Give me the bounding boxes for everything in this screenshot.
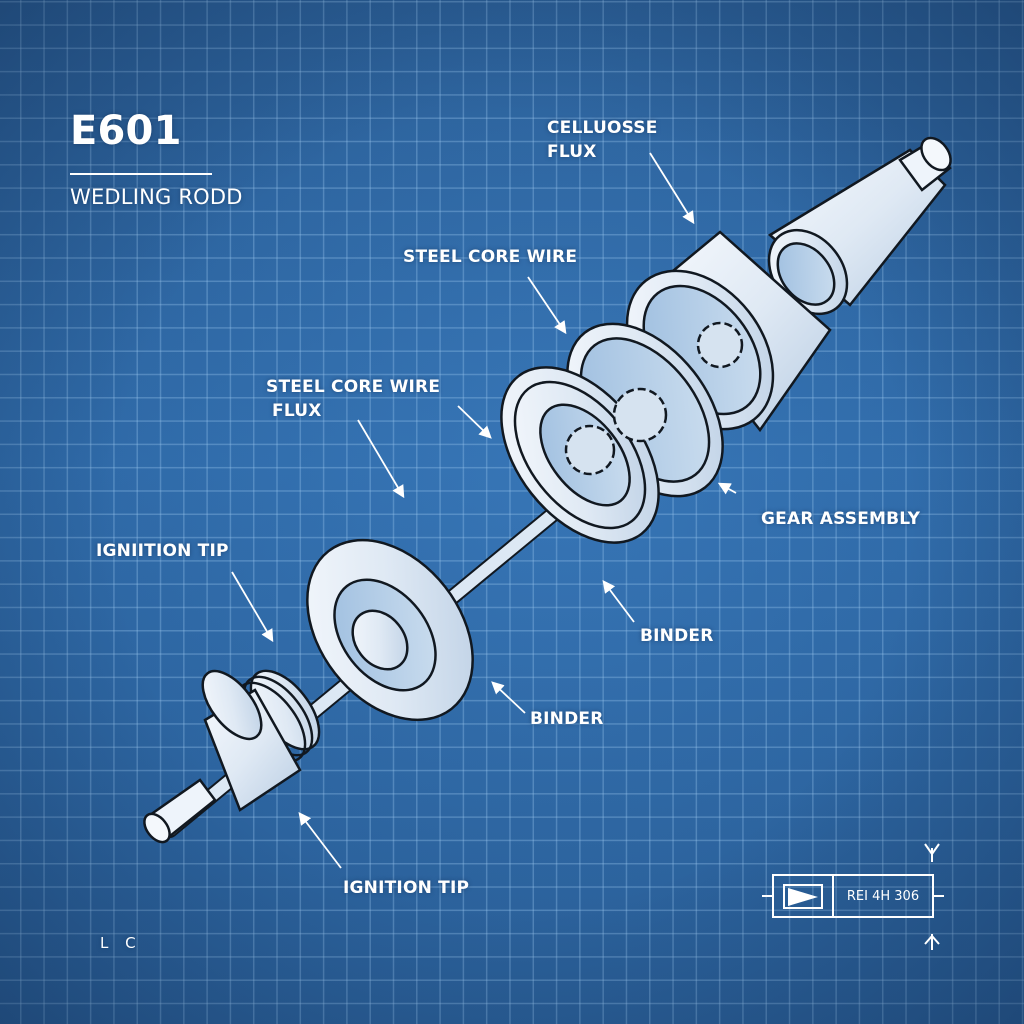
callout-line: FLUX: [547, 142, 597, 162]
gear-assembly-discs: [500, 321, 744, 544]
title-block-icon-cell: [774, 876, 834, 916]
arrow-steel-core-flux-2: [457, 405, 492, 439]
corner-mark: L C: [100, 934, 142, 952]
arrow-binder-right: [602, 579, 635, 623]
callout-cellulose-flux: CELLUOSSE FLUX: [547, 116, 658, 164]
title-block-dimension-marks: [762, 843, 944, 950]
arrow-ignition-tip-bottom: [298, 811, 342, 869]
play-triangle-icon: [783, 883, 823, 909]
callout-line: FLUX: [272, 401, 322, 421]
arrow-gear-assembly: [717, 482, 737, 495]
arrow-steel-core-wire: [527, 276, 567, 335]
callout-arrows: [231, 152, 737, 869]
arrow-ignition-tip-top: [231, 571, 274, 643]
callout-line: STEEL CORE WIRE: [266, 377, 441, 397]
binder-washer: [306, 538, 474, 722]
callout-steel-core-wire-flux: STEEL CORE WIRE FLUX: [266, 375, 440, 423]
callout-ignition-tip-top: IGNIITION TIP: [96, 541, 229, 561]
arrow-steel-core-flux: [357, 419, 405, 499]
arrow-cellulose-flux: [649, 152, 695, 225]
callout-binder-lower: BINDER: [530, 709, 604, 729]
title-block: REI 4H 306: [772, 874, 934, 918]
callout-gear-assembly: GEAR ASSEMBLY: [761, 509, 921, 529]
callout-line: CELLUOSSE: [547, 118, 658, 138]
part-number-title: E601: [70, 108, 182, 154]
callout-ignition-tip-bottom: IGNITION TIP: [343, 878, 470, 898]
ignition-tip-cone: [143, 669, 302, 844]
title-block-code: REI 4H 306: [846, 888, 920, 904]
callout-binder-right: BINDER: [640, 626, 714, 646]
part-subtitle: WEDLING RODD: [70, 185, 243, 209]
callout-steel-core-wire: STEEL CORE WIRE: [403, 247, 578, 267]
arrow-binder-lower: [491, 681, 526, 714]
cellulose-flux-cap: [767, 136, 952, 316]
title-underline: [70, 173, 212, 175]
